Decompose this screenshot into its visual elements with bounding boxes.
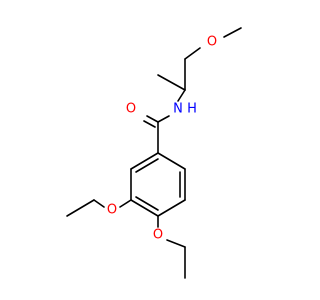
molecule-structure-canvas: O N H O O O	[66, 27, 242, 279]
molecule-structure-drawing: O N H O O O	[66, 27, 242, 279]
bond-methyl-o-methoxy	[223, 27, 242, 38]
bond-n-carbonyl-c	[157, 115, 170, 123]
ring-inner-bond-b	[135, 196, 159, 211]
atom-label-o-ethoxy3: O	[107, 203, 117, 218]
atom-label-h: H	[187, 102, 197, 117]
ring-bond-c3-c4	[157, 199, 186, 217]
bond-o-ethoxy4-ch2	[166, 239, 186, 248]
bond-ring-o-ethoxy3	[119, 199, 132, 208]
bond-ch-methyl	[157, 74, 186, 91]
bond-carbonyl-double-b	[143, 120, 156, 128]
bond-o-ethoxy3-ch2	[93, 199, 105, 208]
atom-o-methoxy: O	[207, 35, 217, 50]
ring-bond-c1-c2	[157, 152, 186, 170]
atom-label-o-carbonyl: O	[126, 102, 136, 117]
atom-o-carbonyl: O	[126, 102, 136, 117]
atom-label-o-ethoxy4: O	[153, 228, 163, 243]
bond-ethoxy3-ch2-ch3	[66, 199, 95, 217]
atom-label-o-methoxy: O	[207, 35, 217, 50]
bond-ch-n	[177, 89, 186, 102]
atom-o-ethoxy4: O	[153, 228, 163, 243]
atom-label-n: N	[173, 102, 183, 117]
ring-inner-bond-c	[135, 158, 159, 173]
bond-o-methoxy-ch2	[184, 47, 201, 60]
ring-bond-c6-c1	[130, 152, 159, 170]
atom-nh: N H	[173, 102, 197, 117]
atom-o-ethoxy3: O	[107, 203, 117, 218]
ring-bond-c4-c5	[130, 199, 159, 217]
bond-carbonyl-double-a	[146, 115, 159, 123]
